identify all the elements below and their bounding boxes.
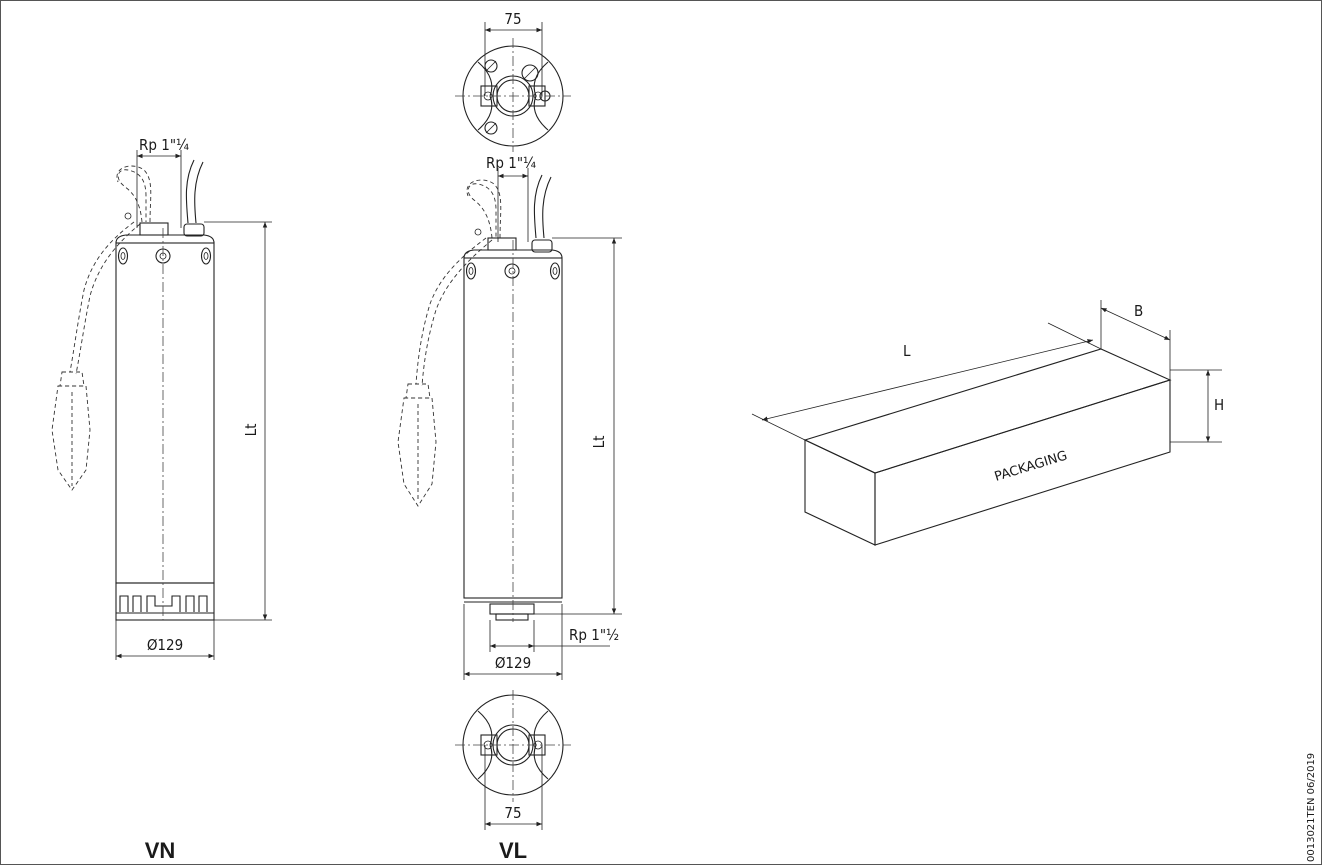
vl-bottom-dimension [484,745,543,830]
vl-outlet-label: Rp 1"¼ [486,154,536,172]
packaging-length-label: L [903,342,911,360]
vl-pump-view [397,174,563,622]
packaging-box [803,348,1172,546]
packaging-text: PACKAGING [993,448,1070,484]
vn-length-label: Lt [242,424,260,437]
vl-top-view [455,38,571,152]
vl-diameter-label: Ø129 [495,654,531,672]
vn-outlet-label: Rp 1"¼ [139,136,189,154]
vl-bottom-view [455,690,571,802]
packaging-width-label: B [1134,302,1143,320]
vn-pump-view [51,159,215,621]
packaging-dimensions [751,300,1222,443]
vl-top-dimension [484,22,543,96]
vn-dimensions [115,150,272,660]
vn-diameter-label: Ø129 [147,636,183,654]
vl-inlet-label: Rp 1"½ [569,626,619,644]
packaging-height-label: H [1214,396,1224,414]
vn-title: VN [145,838,176,863]
vl-bottom-spacing-label: 75 [504,804,521,822]
vl-top-spacing-label: 75 [504,10,521,28]
document-code: 0013021TEN 06/2019 [1306,753,1317,862]
vl-dimensions [463,168,622,680]
vl-length-label: Lt [590,436,608,449]
vl-title: VL [499,838,527,863]
